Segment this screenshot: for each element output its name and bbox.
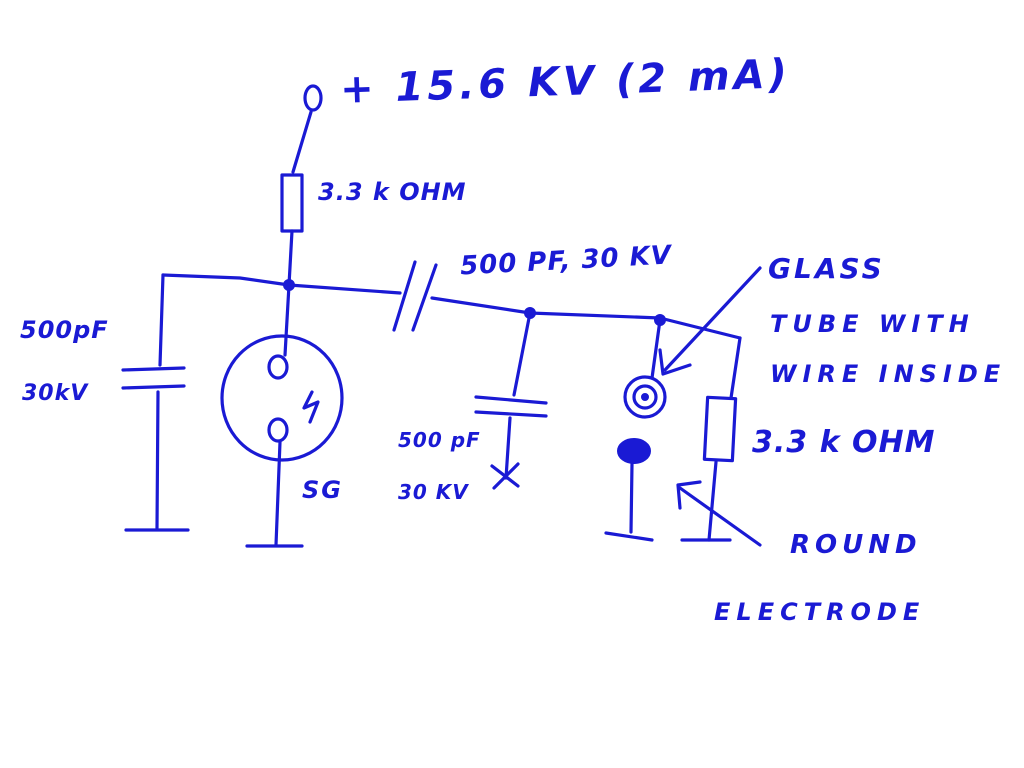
resistor-r2-symbol — [680, 336, 742, 542]
spark-gap-label: SG — [302, 476, 343, 504]
supply-terminal — [291, 84, 323, 174]
c-left-voltage: 30kV — [22, 381, 89, 406]
r1-label: 3.3 k OHM — [318, 178, 467, 206]
glass-tube-arrow — [658, 266, 762, 376]
capacitor-series-symbol — [392, 260, 438, 332]
glass-tube-symbol — [623, 318, 667, 419]
c-left-value: 500pF — [20, 316, 109, 344]
glass-tube-label-line3: WIRE INSIDE — [770, 360, 1007, 388]
c-mid-voltage: 30 KV — [398, 480, 469, 504]
c-mid-value: 500 pF — [398, 428, 481, 452]
top-bus-wire — [161, 273, 742, 340]
spark-gap-symbol — [220, 283, 344, 548]
glass-tube-label-line1: GLASS — [768, 252, 885, 285]
round-electrode-symbol — [604, 438, 654, 542]
electrode-arrow — [676, 480, 762, 547]
glass-tube-label-line2: TUBE WITH — [770, 310, 975, 338]
electrode-label-line1: ROUND — [790, 530, 922, 560]
capacitor-left-symbol — [121, 273, 190, 532]
r2-label: 3.3 k OHM — [752, 425, 936, 460]
capacitor-mid-symbol — [474, 311, 548, 490]
electrode-label-line2: ELECTRODE — [714, 598, 926, 626]
resistor-r1-symbol — [280, 173, 304, 287]
